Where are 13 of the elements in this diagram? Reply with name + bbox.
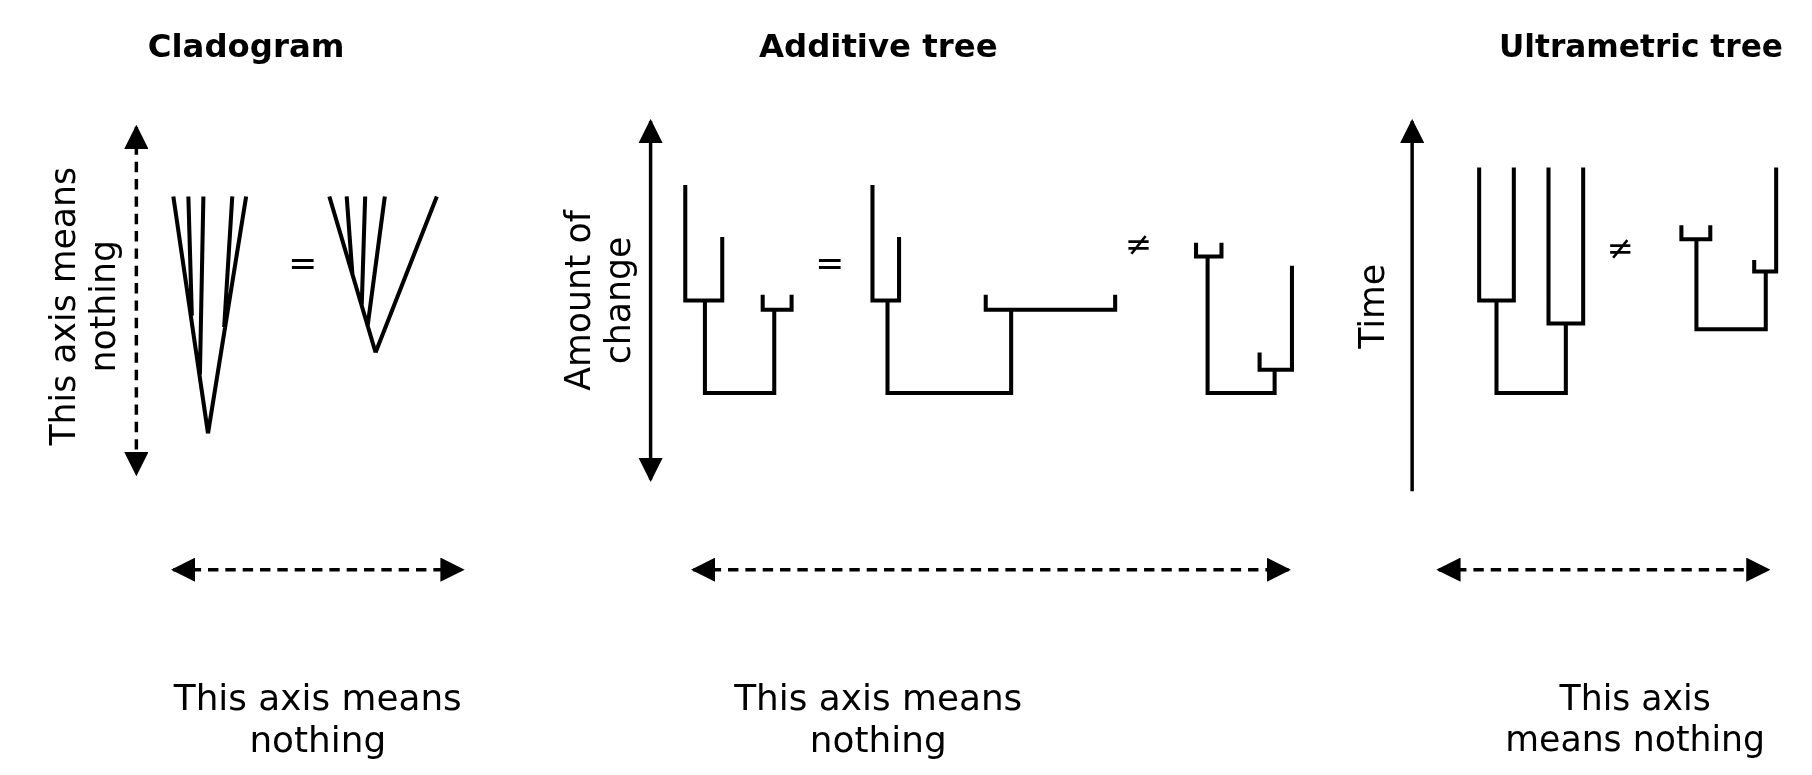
not-equal-sign: ≠ bbox=[1606, 229, 1634, 268]
equals-sign: = bbox=[288, 243, 318, 284]
panel-title: Cladogram bbox=[147, 27, 345, 65]
axis-label: This axis means nothing bbox=[172, 677, 463, 760]
panel-title: Additive tree bbox=[758, 27, 998, 65]
panel-title: Ultrametric tree bbox=[1498, 28, 1783, 65]
axis-label: Time bbox=[1352, 263, 1393, 349]
axis-label: This axis means nothing bbox=[733, 677, 1024, 760]
axis-label: This axis means nothing bbox=[43, 165, 124, 448]
equals-sign: = bbox=[815, 243, 845, 284]
not-equal-sign: ≠ bbox=[1124, 226, 1152, 264]
axis-label: This axis means nothing bbox=[1504, 678, 1767, 759]
axis-label: Amount of change bbox=[558, 208, 639, 393]
